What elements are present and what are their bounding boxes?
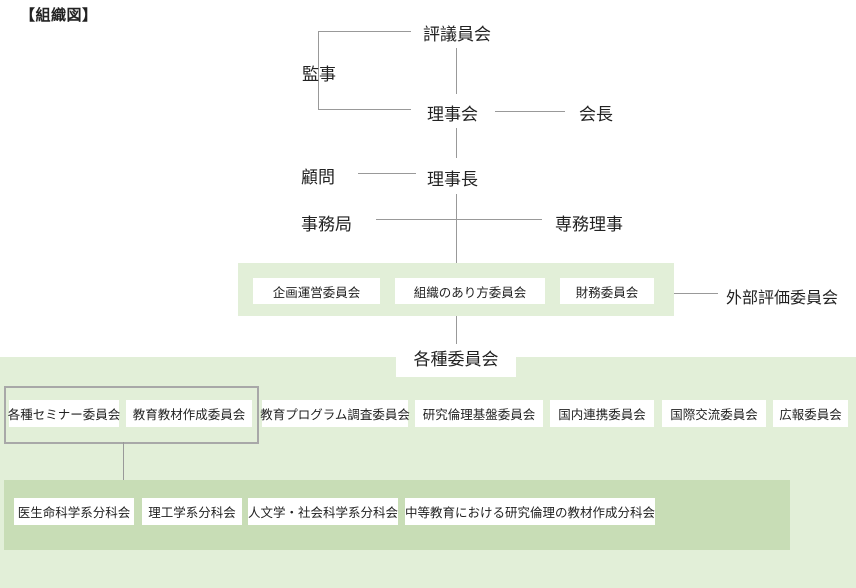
seminar-group-frame (4, 386, 259, 444)
committee-kokunai-renkei: 国内連携委員会 (550, 400, 654, 427)
node-rijicho: 理事長 (427, 170, 478, 190)
connector-jimukyoku (376, 219, 542, 220)
committee-soshiki-arikata: 組織のあり方委員会 (395, 278, 545, 304)
connector-external (674, 293, 718, 294)
connector-main-2 (456, 128, 457, 158)
node-hyogiinkai: 評議員会 (423, 25, 491, 45)
subcommittee-riko: 理工学系分科会 (142, 498, 242, 525)
connector-kanji-top (318, 31, 411, 32)
committee-kyozai-sakusei: 教育教材作成委員会 (126, 400, 252, 427)
node-external-committee: 外部評価委員会 (726, 288, 839, 307)
connector-subcommittees (123, 442, 124, 480)
committee-seminar: 各種セミナー委員会 (8, 400, 120, 427)
connector-komon (358, 173, 416, 174)
subcommittee-iseimei: 医生命科学系分科会 (14, 498, 134, 525)
committee-kenkyu-rinri: 研究倫理基盤委員会 (415, 400, 543, 427)
committee-kokusai-koryu: 国際交流委員会 (662, 400, 766, 427)
subcommittee-jinbun: 人文学・社会科学系分科会 (248, 498, 398, 525)
committee-kikaku-unei: 企画運営委員会 (253, 278, 380, 304)
committee-kyoiku-program: 教育プログラム調査委員会 (260, 400, 410, 427)
subcommittee-chuto-kyoiku: 中等教育における研究倫理の教材作成分科会 (405, 498, 655, 525)
node-jimukyoku: 事務局 (301, 215, 352, 235)
node-senmu-riji: 専務理事 (555, 215, 623, 235)
connector-main-3 (456, 194, 457, 264)
node-rijikai: 理事会 (427, 105, 478, 125)
chart-title: 【組織図】 (20, 6, 98, 24)
connector-main-1 (456, 48, 457, 94)
node-kanji: 監事 (302, 65, 336, 85)
connector-kaicho (495, 111, 565, 112)
connector-kanji-bottom (318, 109, 411, 110)
connector-main-4 (456, 316, 457, 344)
node-various-committees: 各種委員会 (396, 344, 516, 377)
node-kaicho: 会長 (579, 105, 613, 125)
connector-kanji-vertical (318, 31, 319, 109)
committee-koho: 広報委員会 (773, 400, 848, 427)
node-komon: 顧問 (301, 168, 335, 188)
committee-zaimu: 財務委員会 (560, 278, 654, 304)
